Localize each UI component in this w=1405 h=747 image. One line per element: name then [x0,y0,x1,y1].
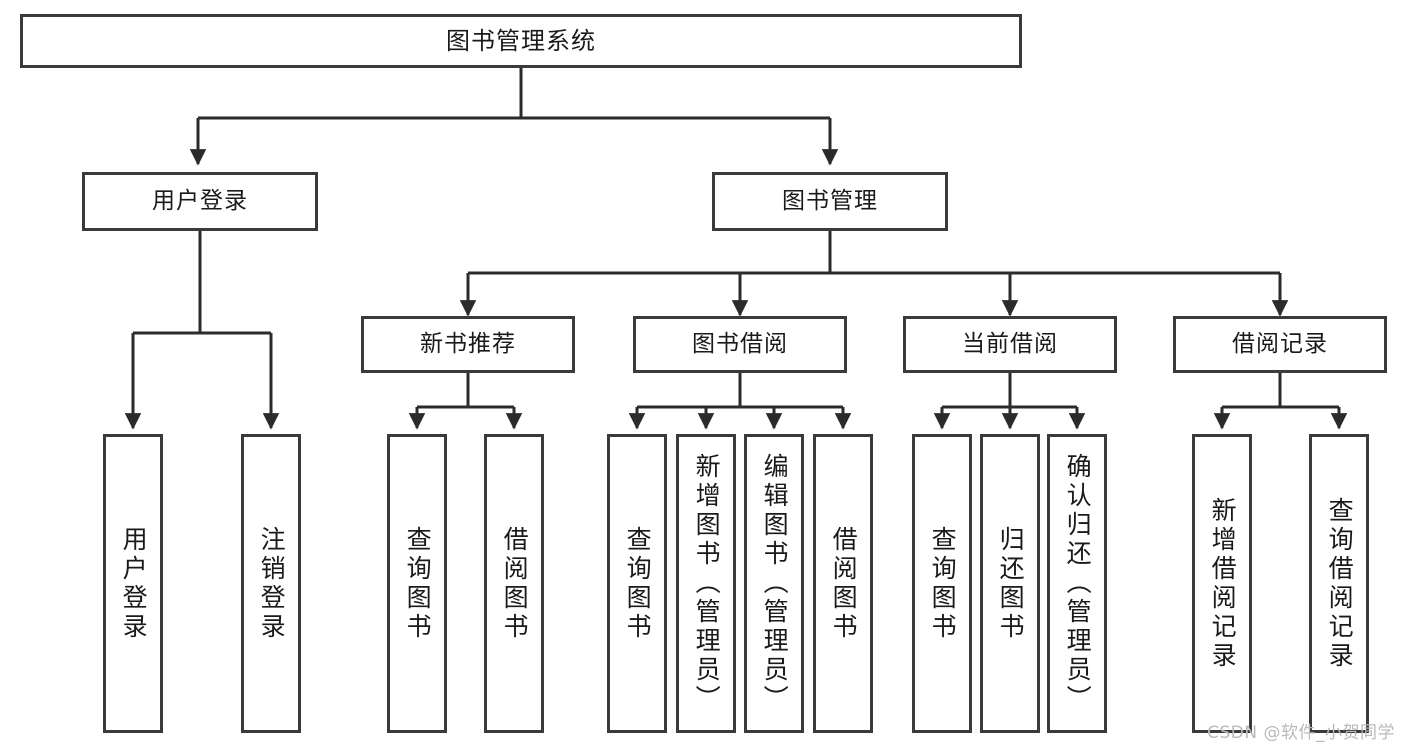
node-label: 借阅图书 [829,525,859,642]
leaf-confirm-return-admin[interactable]: 确认归还（管理员） [1047,434,1107,733]
node-label: 借阅图书 [500,525,530,642]
node-label: 用户登录 [119,525,149,642]
node-label: 查询图书 [928,525,958,642]
leaf-user-login[interactable]: 用户登录 [103,434,163,733]
node-label: 归还图书 [996,525,1026,642]
node-label: 用户登录 [152,187,248,214]
node-root-book-management-system[interactable]: 图书管理系统 [20,14,1022,68]
leaf-add-borrow-record[interactable]: 新增借阅记录 [1192,434,1252,733]
leaf-add-book-admin[interactable]: 新增图书（管理员） [676,434,736,733]
leaf-user-logout[interactable]: 注销登录 [241,434,301,733]
leaf-query-book-borrow[interactable]: 查询图书 [607,434,667,733]
node-label: 查询图书 [403,525,433,642]
leaf-query-book-new-rec[interactable]: 查询图书 [387,434,447,733]
node-user-login[interactable]: 用户登录 [82,172,318,231]
node-label: 新增图书（管理员） [692,453,722,714]
node-new-book-recommend[interactable]: 新书推荐 [361,316,575,373]
leaf-return-book[interactable]: 归还图书 [980,434,1040,733]
leaf-borrow-book-new-rec[interactable]: 借阅图书 [484,434,544,733]
node-label: 新书推荐 [420,330,516,357]
leaf-query-borrow-record[interactable]: 查询借阅记录 [1309,434,1369,733]
node-current-borrow[interactable]: 当前借阅 [903,316,1117,373]
node-label: 借阅记录 [1232,330,1328,357]
node-label: 图书管理 [782,187,878,214]
node-label: 注销登录 [257,525,287,642]
leaf-borrow-book[interactable]: 借阅图书 [813,434,873,733]
node-borrow-record[interactable]: 借阅记录 [1173,316,1387,373]
watermark-text: CSDN @软件_小贺同学 [1207,723,1395,743]
node-label: 新增借阅记录 [1208,496,1238,671]
node-label: 查询借阅记录 [1325,496,1355,671]
node-label: 查询图书 [623,525,653,642]
node-label: 图书借阅 [692,330,788,357]
node-label: 确认归还（管理员） [1063,453,1093,714]
node-book-management[interactable]: 图书管理 [712,172,948,231]
node-label: 图书管理系统 [446,26,596,55]
leaf-edit-book-admin[interactable]: 编辑图书（管理员） [744,434,804,733]
leaf-query-book-current[interactable]: 查询图书 [912,434,972,733]
node-book-borrow[interactable]: 图书借阅 [633,316,847,373]
node-label: 编辑图书（管理员） [760,453,790,714]
node-label: 当前借阅 [962,330,1058,357]
